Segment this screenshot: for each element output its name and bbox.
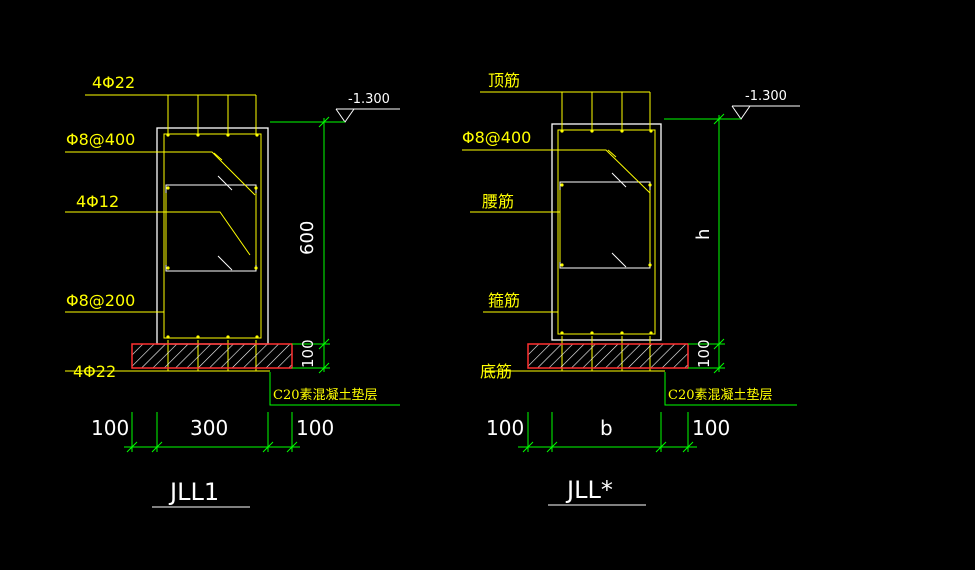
left-width-right: 100 bbox=[296, 416, 334, 440]
right-width-left: 100 bbox=[486, 416, 524, 440]
right-label-bottom-bars: 底筋 bbox=[480, 362, 512, 381]
left-title: JLL1 bbox=[168, 478, 219, 506]
left-width-dimension bbox=[124, 412, 300, 453]
right-inner-tie bbox=[559, 181, 651, 269]
left-width-mid: 300 bbox=[190, 416, 228, 440]
right-width-mid: b bbox=[600, 416, 613, 440]
left-label-waist-bars: 4Φ12 bbox=[76, 192, 119, 211]
right-section: -1.300 h 100 C20素混凝土垫层 100 b 100 bbox=[462, 71, 800, 506]
left-height-value: 600 bbox=[297, 221, 318, 255]
right-width-dimension bbox=[518, 412, 697, 453]
left-inner-tie bbox=[165, 184, 257, 272]
right-cushion-layer bbox=[527, 343, 689, 369]
right-height-value: h bbox=[693, 229, 714, 240]
right-elevation-symbol bbox=[716, 105, 800, 120]
left-label-bottom-bars: 4Φ22 bbox=[73, 362, 116, 381]
left-section: -1.300 600 100 C20素混凝土垫层 100 bbox=[65, 73, 400, 508]
left-elevation-symbol bbox=[322, 108, 400, 123]
left-label-stirrup-main: Φ8@200 bbox=[66, 291, 135, 310]
right-label-stirrup-top: Φ8@400 bbox=[462, 128, 531, 147]
right-cushion-label: C20素混凝土垫层 bbox=[668, 387, 773, 403]
right-stirrup bbox=[557, 129, 656, 335]
left-beam-outline bbox=[156, 127, 269, 345]
left-rebar-dots bbox=[166, 133, 259, 339]
left-stirrup bbox=[163, 133, 262, 339]
left-elevation-text: -1.300 bbox=[348, 92, 390, 107]
right-title: JLL* bbox=[565, 476, 613, 504]
right-height-dimension bbox=[664, 113, 725, 374]
left-cushion-layer bbox=[131, 343, 293, 369]
right-elevation-text: -1.300 bbox=[745, 89, 787, 104]
right-rebar-dots bbox=[560, 129, 653, 335]
left-leaders bbox=[65, 94, 270, 372]
left-height-dimension bbox=[270, 116, 330, 374]
left-width-left: 100 bbox=[91, 416, 129, 440]
right-label-top-bars: 顶筋 bbox=[488, 71, 520, 90]
right-cushion-thickness: 100 bbox=[695, 339, 713, 368]
right-beam-outline bbox=[551, 123, 662, 341]
left-label-top-bars: 4Φ22 bbox=[92, 73, 135, 92]
left-cushion-thickness: 100 bbox=[299, 339, 317, 368]
left-cushion-label: C20素混凝土垫层 bbox=[273, 387, 378, 403]
right-width-right: 100 bbox=[692, 416, 730, 440]
right-label-waist-bars: 腰筋 bbox=[482, 192, 514, 211]
left-label-stirrup-top: Φ8@400 bbox=[66, 130, 135, 149]
right-label-stirrup-main: 箍筋 bbox=[488, 291, 520, 310]
